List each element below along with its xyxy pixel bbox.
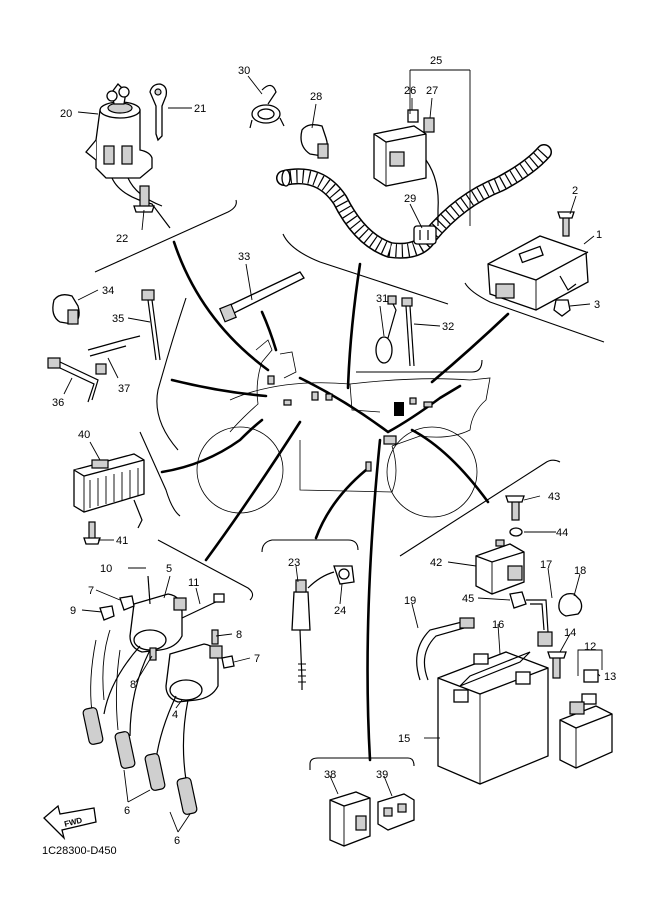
fwd-arrow: FWD	[43, 804, 97, 841]
callout-8a: 8	[236, 629, 242, 641]
callout-28: 28	[310, 91, 322, 103]
key-21	[149, 83, 168, 142]
callout-19: 19	[404, 595, 416, 607]
clip-31	[375, 295, 397, 364]
callout-39: 39	[376, 769, 388, 781]
callout-24: 24	[334, 605, 346, 617]
clamp-18	[558, 592, 583, 617]
main-switch-20	[85, 83, 171, 229]
callout-11: 11	[188, 577, 199, 589]
bolt-14	[547, 651, 567, 679]
callout-44: 44	[556, 527, 568, 539]
box-26	[373, 109, 439, 226]
cable-tie-33	[219, 271, 305, 323]
callout-9: 9	[70, 605, 76, 617]
diagram-code: 1C28300-D450	[42, 845, 117, 857]
harness-connectors	[267, 375, 433, 472]
callout-2: 2	[572, 185, 578, 197]
callout-21: 21	[194, 103, 206, 115]
starter-relay-42	[475, 539, 525, 595]
callout-8b: 8	[130, 679, 136, 691]
band-35	[141, 289, 161, 361]
washer-44	[509, 527, 523, 537]
callout-41: 41	[116, 535, 128, 547]
cable-17	[526, 599, 553, 647]
nut-3	[553, 299, 571, 317]
wire-harness-tube	[276, 144, 552, 259]
fwd-label: FWD	[63, 816, 83, 829]
screw-2	[557, 211, 575, 237]
callout-30: 30	[238, 65, 250, 77]
callout-36: 36	[52, 397, 64, 409]
rectifier-regulator-40	[73, 453, 145, 529]
callout-13: 13	[604, 671, 616, 683]
callout-numbers: 20 21 22 30 28 25 26 27 29 2 1 3 33 31 3…	[52, 55, 616, 847]
clamp-34	[52, 294, 80, 325]
bracket-24	[307, 565, 355, 589]
callout-25: 25	[430, 55, 442, 67]
callout-4: 4	[172, 709, 178, 721]
clip-30	[249, 84, 285, 129]
callout-45: 45	[462, 593, 474, 605]
band-37	[87, 335, 141, 375]
callout-20: 20	[60, 108, 72, 120]
motorcycle-outline	[196, 339, 491, 518]
clamp-28	[300, 124, 329, 159]
ignition-coil-4	[155, 643, 223, 781]
bolt-22	[133, 185, 155, 213]
callout-43: 43	[548, 491, 560, 503]
callout-27: 27	[426, 85, 438, 97]
callout-35: 35	[112, 313, 124, 325]
callout-17: 17	[540, 559, 552, 571]
cable-19	[416, 617, 475, 681]
callout-14: 14	[564, 627, 576, 639]
callout-42: 42	[430, 557, 442, 569]
callout-7b: 7	[254, 653, 260, 665]
callout-10: 10	[100, 563, 112, 575]
callout-15: 15	[398, 733, 410, 745]
callout-37: 37	[118, 383, 130, 395]
callout-16: 16	[492, 619, 504, 631]
callout-38: 38	[324, 769, 336, 781]
bolt-41	[83, 521, 101, 545]
ignition-coil-5	[103, 593, 187, 737]
main-harness-leaders	[160, 240, 510, 762]
cdi-unit-1	[487, 235, 589, 311]
callout-23: 23	[288, 557, 300, 569]
callout-7a: 7	[88, 585, 94, 597]
battery-15	[437, 651, 549, 785]
clamp-29	[413, 225, 437, 245]
band-36	[47, 357, 99, 403]
leader-lines	[63, 69, 603, 833]
callout-22: 22	[116, 233, 128, 245]
bolt-43	[505, 495, 525, 521]
callout-34: 34	[102, 285, 114, 297]
callout-3: 3	[594, 299, 600, 311]
fuse-13	[581, 669, 599, 705]
callout-33: 33	[238, 251, 250, 263]
relay-12	[559, 701, 613, 769]
callout-40: 40	[78, 429, 90, 441]
callout-18: 18	[574, 565, 586, 577]
neutral-switch-23	[291, 579, 311, 690]
callout-6a: 6	[124, 805, 130, 817]
band-32	[401, 297, 415, 367]
callout-1: 1	[596, 229, 602, 241]
callout-31: 31	[376, 293, 388, 305]
callout-6b: 6	[174, 835, 180, 847]
callout-29: 29	[404, 193, 416, 205]
unit-39	[377, 793, 415, 831]
unit-38	[329, 791, 371, 847]
callout-32: 32	[442, 321, 454, 333]
callout-26: 26	[404, 85, 416, 97]
cap-45	[509, 591, 527, 609]
group-bracket-lines	[94, 199, 605, 770]
plug-leads	[82, 629, 198, 815]
band-16	[459, 651, 531, 687]
small-hardware	[99, 575, 235, 669]
callout-12: 12	[584, 641, 596, 653]
callout-5: 5	[166, 563, 172, 575]
